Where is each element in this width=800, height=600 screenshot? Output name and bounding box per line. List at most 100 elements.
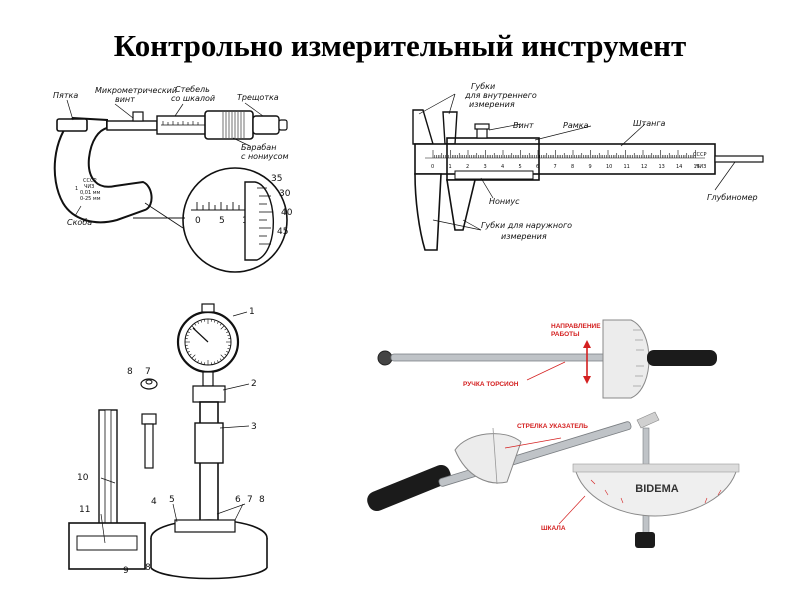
dial-tick [194, 358, 197, 361]
dial-tick [200, 361, 202, 364]
caliper-scale-number: 13 [659, 164, 665, 170]
micrometer-heel [56, 118, 88, 132]
label-frame: Скоба [67, 218, 92, 227]
frame-stamp: 0-25 мм [80, 196, 101, 202]
dial-tick [197, 360, 199, 363]
dial-tick [217, 360, 219, 363]
dial-tick [189, 353, 192, 356]
dial-tick [227, 348, 230, 350]
caliper-outer-jaw [414, 173, 442, 251]
part-number: 3 [251, 422, 257, 432]
brand-label: BIDEMA [635, 483, 678, 495]
dial-tick [227, 334, 230, 336]
caliper-depth-rod [714, 155, 764, 163]
scale-number: 0 [195, 216, 201, 226]
dial-tick [200, 320, 202, 323]
frame-stamp: 0,01 мм [80, 190, 100, 196]
caliper-scale-number: 10 [606, 164, 612, 170]
drum-number: 35 [271, 174, 282, 184]
dial-tick [197, 321, 199, 324]
caliper-scale-number: 4 [501, 164, 504, 170]
label-frame: Рамка [563, 121, 589, 130]
part-number: 9 [123, 566, 129, 576]
part-number: 2 [251, 379, 257, 389]
caliper-scale-number: 8 [571, 164, 574, 170]
part-number: 7 [145, 367, 151, 377]
label-inner-jaws: измерения [469, 100, 515, 109]
part-number: 11 [79, 505, 90, 515]
torque-wrench-illustration: НАПРАВЛЕНИЕ РАБОТЫ РУЧКА ТОРСИОН СТРЕЛКА… [367, 319, 740, 548]
dial-tick [217, 321, 219, 324]
label-depth: Глубиномер [707, 193, 758, 202]
torque-handle-top [647, 350, 717, 366]
label-inner-jaws: для внутреннего [464, 91, 537, 100]
dial-tick [226, 331, 229, 333]
dial-tick [220, 325, 225, 330]
dial-tick [214, 361, 216, 364]
micrometer-spindle [106, 120, 158, 131]
caliper-scale-number: 14 [676, 164, 682, 170]
caliper-scale-number: 6 [536, 164, 539, 170]
part-number: 5 [169, 495, 175, 505]
dial-tick [189, 328, 192, 331]
label-direction: РАБОТЫ [551, 331, 580, 338]
frame-stamp: ЧИЗ [84, 184, 94, 190]
caliper-scale-number: 0 [431, 164, 434, 170]
part-number: 4 [151, 497, 157, 507]
dial-tick [191, 325, 196, 330]
dial-tick [191, 354, 196, 359]
caliper-stamp: СССР [693, 152, 707, 158]
caliper-scale-number: 7 [554, 164, 557, 170]
scale-number: 5 [219, 216, 225, 226]
part-number: 8 [259, 495, 265, 505]
part-number: 6 [235, 495, 241, 505]
label-outer-jaws: измерения [501, 232, 547, 241]
micrometer-ratchet [252, 115, 280, 135]
part-number: 1 [249, 307, 255, 317]
drum-number: 30 [279, 189, 291, 199]
label-ratchet: Трещотка [237, 93, 279, 102]
label-direction: НАПРАВЛЕНИЕ [551, 323, 601, 330]
dial-tick [224, 328, 227, 331]
label-inner-jaws: Губки [471, 82, 495, 91]
drum-number: 40 [281, 208, 293, 218]
dial-tick [224, 353, 227, 356]
torque-handle-bottom [367, 464, 451, 512]
caliper-scale-number: 2 [466, 164, 469, 170]
dial-tick [186, 348, 189, 350]
caliper-bar [414, 143, 716, 175]
label-handle: РУЧКА ТОРСИОН [463, 381, 519, 388]
page-title: Контрольно измерительный инструмент [113, 28, 687, 63]
part-number: 8 [127, 367, 133, 377]
drum-number: 45 [277, 227, 288, 237]
caliper-scale-number: 5 [519, 164, 522, 170]
dial-tick [187, 351, 190, 353]
caliper-scale-number: 11 [624, 164, 630, 170]
dial-tick [214, 320, 216, 323]
label-stem: Стебель [175, 85, 210, 94]
torque-scale-bottom [454, 433, 522, 484]
label-drum: Барабан [241, 143, 276, 152]
label-scale: ШКАЛА [541, 525, 566, 532]
micrometer-illustration: СССР ЧИЗ 0,01 мм 0-25 мм 1 0 5 10 35 30 … [53, 85, 293, 273]
label-pointer: СТРЕЛКА УКАЗАТЕЛЬ [517, 423, 588, 430]
label-screw: винт [115, 95, 135, 104]
label-bar: Штанга [633, 119, 666, 128]
caliper-scale-number: 1 [449, 164, 452, 170]
torque-scale-top [602, 319, 650, 399]
frame-stamp: 1 [75, 186, 78, 192]
dial-tick [187, 331, 190, 333]
caliper-frame [446, 137, 540, 181]
caliper-stamp: ЧИЗ [696, 164, 706, 170]
label-stem: со шкалой [171, 94, 215, 103]
caliper-scale-number: 12 [641, 164, 647, 170]
dial-indicator-illustration: 1 2 3 4 5 6 7 8 8 7 9 10 11 8 [68, 303, 268, 580]
caliper-scale-number: 3 [484, 164, 487, 170]
caliper-scale-number: 9 [589, 164, 592, 170]
label-screw: Микрометрический [95, 86, 177, 95]
dial-tick [226, 351, 229, 353]
dial-tick [220, 354, 225, 359]
dial-tick [219, 323, 222, 326]
part-number: 8 [145, 563, 151, 573]
